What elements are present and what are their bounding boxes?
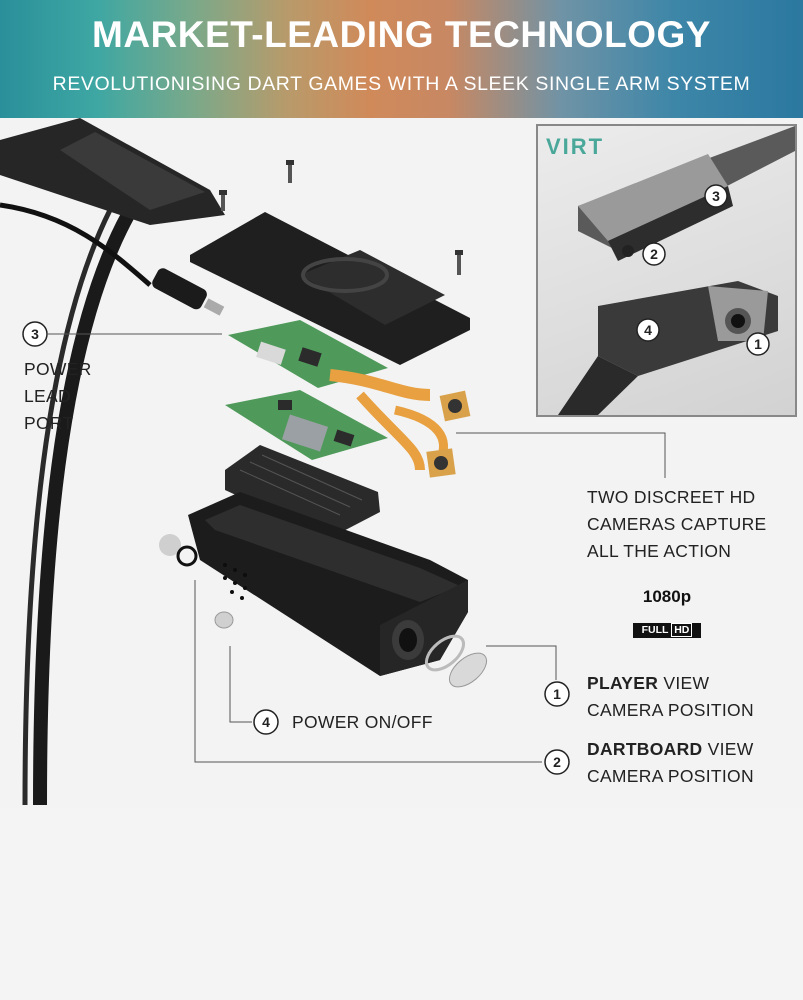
marker-3: 3 xyxy=(22,321,48,347)
full-hd-badge: 1080p FULL HD xyxy=(628,580,706,642)
badge-full-hd: FULL HD xyxy=(633,623,701,638)
dartboard-view-label: DARTBOARD VIEW CAMERA POSITION xyxy=(587,736,754,790)
badge-resolution: 1080p xyxy=(642,587,692,606)
cameras-label: TWO DISCREET HD CAMERAS CAPTURE ALL THE … xyxy=(587,484,767,565)
cameras-line2: CAMERAS CAPTURE xyxy=(587,514,767,534)
svg-text:4: 4 xyxy=(262,714,270,730)
marker-1: 1 xyxy=(544,681,570,707)
banner-title: MARKET-LEADING TECHNOLOGY xyxy=(92,14,711,55)
svg-text:3: 3 xyxy=(31,326,39,342)
svg-text:1: 1 xyxy=(553,686,561,702)
virt-logo: VIRT xyxy=(546,134,605,159)
power-lead-line3: PORT xyxy=(24,413,74,433)
player-view-label: PLAYER VIEW CAMERA POSITION xyxy=(587,670,754,724)
svg-text:3: 3 xyxy=(712,188,720,204)
inset-marker-4: 4 xyxy=(636,318,660,342)
marker-4: 4 xyxy=(253,709,279,735)
inset-photo: VIRT 3 2 4 1 xyxy=(536,124,797,417)
circuit-boards xyxy=(225,320,388,460)
header-banner: MARKET-LEADING TECHNOLOGY REVOLUTIONISIN… xyxy=(0,0,803,118)
badge-full: FULL xyxy=(641,624,669,636)
svg-text:2: 2 xyxy=(650,246,658,262)
player-view-line1: PLAYER VIEW xyxy=(587,670,754,697)
dartboard-view-bold: DARTBOARD xyxy=(587,739,703,759)
marker-2: 2 xyxy=(544,749,570,775)
power-lead-label: POWER LEAD PORT xyxy=(24,356,92,437)
svg-text:1: 1 xyxy=(754,336,762,352)
banner-subtitle: REVOLUTIONISING DART GAMES WITH A SLEEK … xyxy=(52,73,751,95)
inset-marker-2: 2 xyxy=(642,242,666,266)
power-button-label: POWER ON/OFF xyxy=(292,712,433,732)
inset-marker-3: 3 xyxy=(704,184,728,208)
badge-hd: HD xyxy=(671,623,693,637)
cameras-line3: ALL THE ACTION xyxy=(587,541,732,561)
inset-marker-1: 1 xyxy=(746,332,770,356)
dartboard-view-line1: DARTBOARD VIEW xyxy=(587,736,754,763)
svg-text:4: 4 xyxy=(644,322,652,338)
player-view-line2: CAMERA POSITION xyxy=(587,700,754,720)
player-view-rest: VIEW xyxy=(658,673,710,693)
power-lead-line2: LEAD xyxy=(24,386,71,406)
dartboard-view-line2: CAMERA POSITION xyxy=(587,766,754,786)
player-view-bold: PLAYER xyxy=(587,673,659,693)
camera-housing xyxy=(188,492,468,676)
cameras-line1: TWO DISCREET HD xyxy=(587,487,756,507)
dartboard-view-rest: VIEW xyxy=(702,739,754,759)
power-lead-line1: POWER xyxy=(24,359,92,379)
svg-text:2: 2 xyxy=(553,754,561,770)
